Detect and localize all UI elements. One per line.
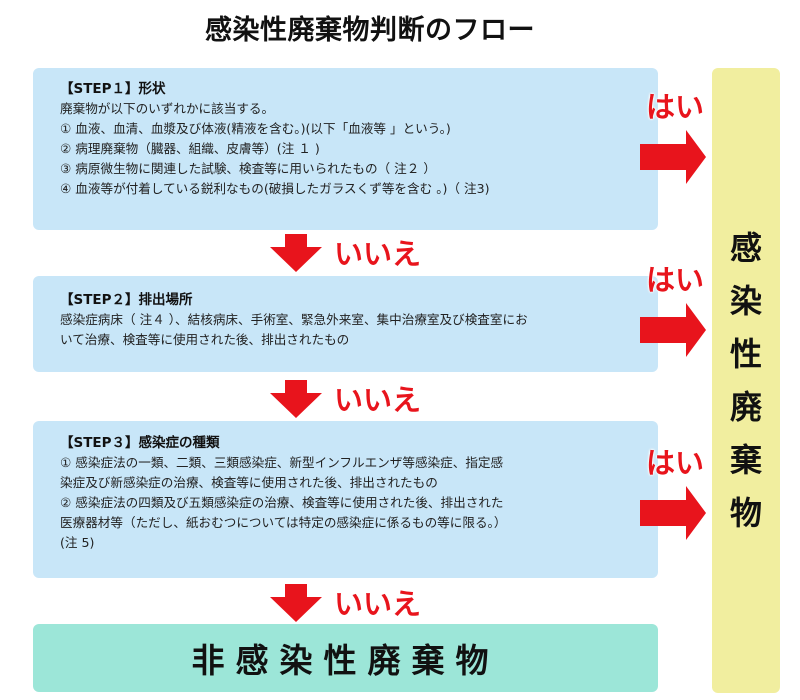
arrow-down-icon — [270, 234, 322, 272]
step3-line: ② 感染症法の四類及び五類感染症の治療、検査等に使用された後、排出された — [60, 495, 504, 510]
step1-heading: 【STEP１】形状 — [60, 81, 166, 97]
result-infectious: 感 染 性 廃 棄 物 — [712, 68, 780, 693]
no-label: いいえ — [334, 587, 422, 621]
arrow-right-icon — [640, 486, 706, 540]
step3-line: ① 感染症法の一類、二類、三類感染症、新型インフルエンザ等感染症、指定感 — [60, 455, 504, 470]
step2-heading: 【STEP２】排出場所 — [60, 292, 193, 308]
step1-box: 【STEP１】形状 廃棄物が以下のいずれかに該当する。 ① 血液、血清、血漿及び… — [33, 68, 658, 230]
arrow-down-icon — [270, 584, 322, 622]
arrow-right-icon — [640, 303, 706, 357]
step3-heading: 【STEP３】感染症の種類 — [60, 435, 220, 451]
yes-label: はい — [646, 446, 705, 480]
step2-line: 感染症病床（ 注４ ）、結核病床、手術室、緊急外来室、集中治療室及び検査室にお — [60, 312, 528, 327]
result-infectious-char: 性 — [729, 334, 762, 373]
step2-line: いて治療、検査等に使用された後、排出されたもの — [60, 332, 350, 347]
yes-label: はい — [646, 90, 705, 124]
no-label: いいえ — [334, 237, 422, 271]
arrow-down-icon — [270, 380, 322, 418]
arrow-right-icon — [640, 130, 706, 184]
step3-line: (注 5) — [60, 535, 95, 550]
no-label: いいえ — [334, 383, 422, 417]
step1-line: ② 病理廃棄物（臓器、組織、皮膚等）(注 １ ) — [60, 141, 320, 156]
result-non-infectious: 非感染性廃棄物 — [33, 624, 658, 692]
step1-line: ① 血液、血清、血漿及び体液(精液を含む。)(以下「血液等 」という。) — [60, 121, 451, 136]
result-infectious-char: 物 — [729, 493, 762, 532]
result-infectious-char: 染 — [729, 281, 762, 320]
step3-box: 【STEP３】感染症の種類 ① 感染症法の一類、二類、三類感染症、新型インフルエ… — [33, 421, 658, 578]
step1-line: ④ 血液等が付着している鋭利なもの(破損したガラスくず等を含む 。)（ 注3) — [60, 181, 490, 196]
yes-label: はい — [646, 263, 705, 297]
step3-line: 医療器材等（ただし、紙おむつについては特定の感染症に係るもの等に限る。） — [60, 515, 507, 530]
step3-line: 染症及び新感染症の治療、検査等に使用された後、排出されたもの — [60, 475, 438, 490]
step2-box: 【STEP２】排出場所 感染症病床（ 注４ ）、結核病床、手術室、緊急外来室、集… — [33, 276, 658, 372]
result-infectious-char: 廃 — [729, 387, 762, 426]
step1-line: ③ 病原微生物に関連した試験、検査等に用いられたもの（ 注２ ） — [60, 161, 436, 176]
result-infectious-char: 棄 — [729, 440, 762, 479]
result-infectious-char: 感 — [729, 228, 762, 267]
page-title: 感染性廃棄物判断のフロー — [205, 15, 535, 46]
step1-line: 廃棄物が以下のいずれかに該当する。 — [60, 101, 275, 116]
